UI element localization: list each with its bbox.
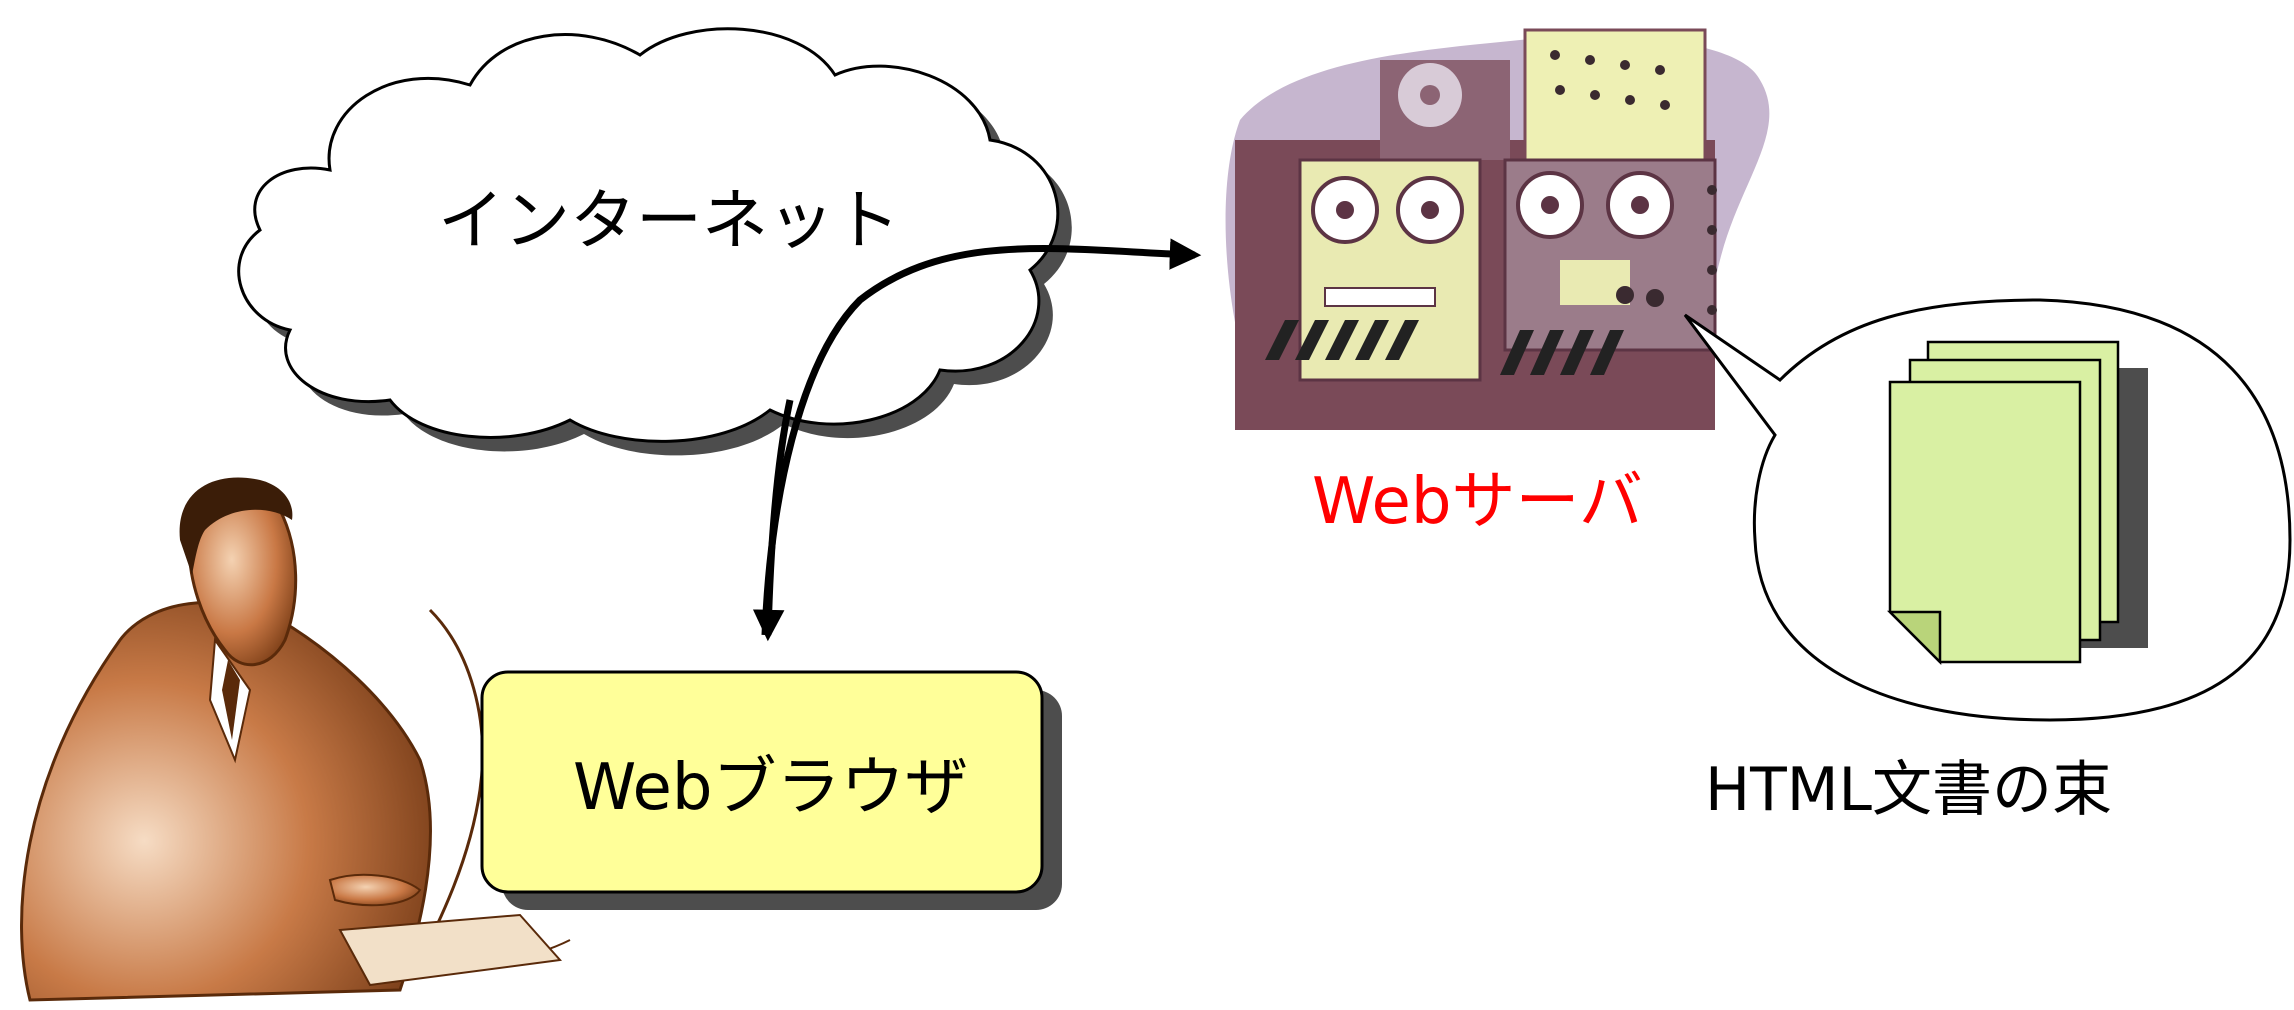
connection-arrow bbox=[752, 238, 1202, 642]
internet-cloud-label: インターネット bbox=[438, 182, 900, 259]
person-at-computer-icon bbox=[20, 477, 571, 1002]
web-server-label: Webサーバ bbox=[1312, 465, 1643, 539]
browser-box bbox=[480, 670, 1062, 910]
web-server-machine-icon bbox=[1225, 28, 1770, 431]
web-browser-label: Webブラウザ bbox=[573, 751, 969, 825]
internet-cloud bbox=[237, 27, 1072, 456]
document-stack-icon bbox=[1886, 340, 2148, 666]
html-documents-label: HTML文書の束 bbox=[1705, 755, 2112, 825]
